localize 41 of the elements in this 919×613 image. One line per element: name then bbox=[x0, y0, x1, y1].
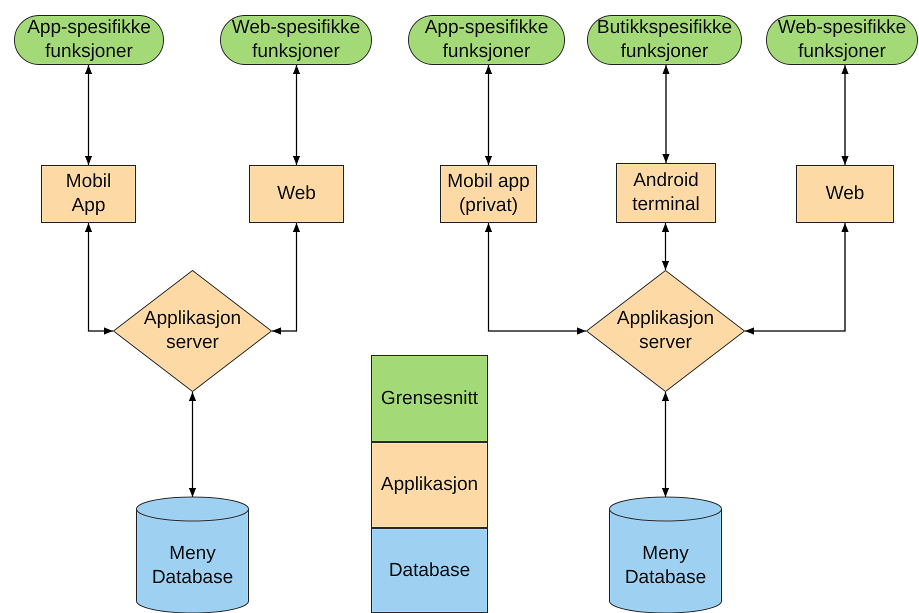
connector-arrow bbox=[188, 392, 196, 497]
node-label: Butikkspesifikke funksjoner bbox=[596, 16, 734, 64]
node-label: Web bbox=[277, 182, 316, 206]
connector-arrow bbox=[662, 65, 670, 163]
process-box bbox=[249, 165, 344, 223]
connector-arrow bbox=[745, 223, 849, 335]
connector-arrow bbox=[662, 392, 670, 497]
node-label: Mobil App bbox=[64, 170, 112, 218]
node-label: Database bbox=[388, 558, 470, 582]
connector-arrow bbox=[662, 223, 670, 270]
decision-diamond bbox=[113, 270, 272, 392]
node-label: App-spesifikke funksjoner bbox=[26, 16, 152, 64]
node-label: Applikasjon bbox=[380, 473, 478, 497]
node-label: Applikasjon server bbox=[616, 307, 716, 355]
node-label: Android terminal bbox=[631, 169, 701, 217]
node-label: Web bbox=[826, 182, 864, 206]
node-label: Meny Database bbox=[150, 542, 234, 590]
connector-arrow bbox=[841, 65, 849, 165]
node-label: Web-spesifikke funksjoner bbox=[230, 16, 362, 64]
connector-arrow bbox=[484, 223, 586, 335]
process-box bbox=[41, 165, 136, 223]
node-label: Applikasjon server bbox=[142, 307, 242, 355]
node-label: App-spesifikke funksjoner bbox=[424, 16, 550, 64]
layer-band bbox=[371, 442, 488, 528]
node-label: Mobil app (privat) bbox=[446, 170, 531, 218]
decision-diamond bbox=[586, 270, 745, 392]
node-label: Meny Database bbox=[624, 542, 708, 590]
connector-arrow bbox=[84, 65, 92, 165]
database-cylinder bbox=[609, 497, 722, 613]
process-box bbox=[796, 165, 894, 223]
database-cylinder bbox=[136, 497, 249, 613]
connector-arrow bbox=[484, 65, 492, 165]
layer-band bbox=[371, 355, 488, 442]
connector-arrow bbox=[292, 65, 300, 165]
layer-band bbox=[371, 528, 488, 613]
connector-arrow bbox=[272, 223, 300, 335]
connector-arrow bbox=[84, 223, 113, 335]
process-box bbox=[440, 165, 537, 223]
node-label: Grensesnitt bbox=[380, 386, 478, 410]
process-box bbox=[616, 163, 716, 223]
node-label: Web-spesifikke funksjoner bbox=[776, 16, 908, 64]
